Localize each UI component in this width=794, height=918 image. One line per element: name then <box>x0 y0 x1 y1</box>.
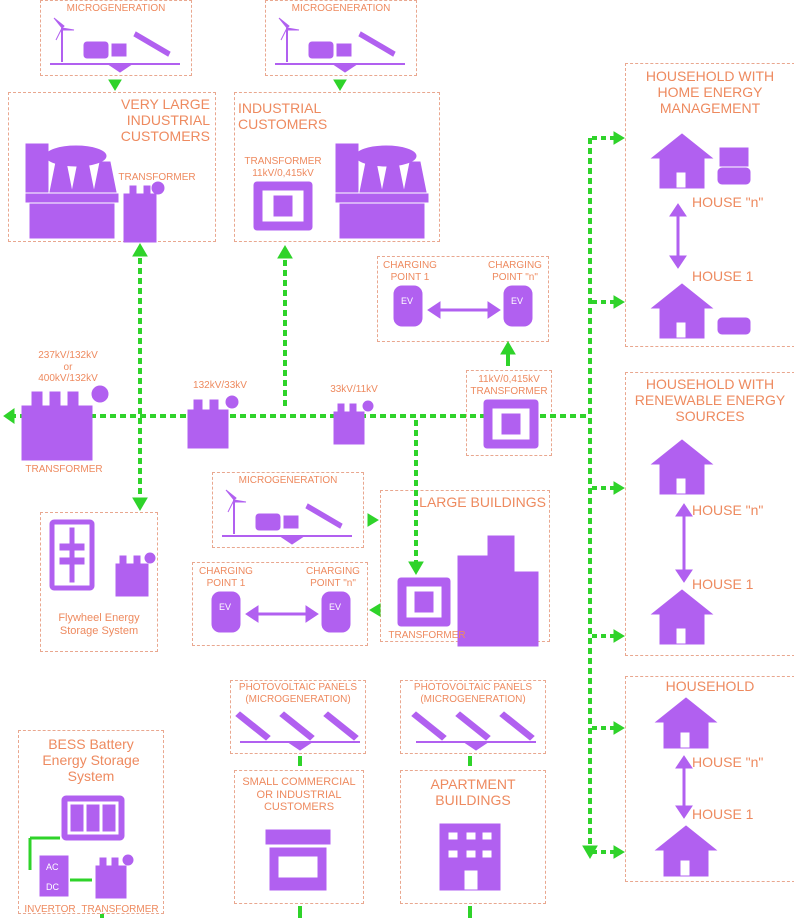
microgeneration-icon <box>275 17 405 73</box>
label-11kv-transformer: 11kV/0,415kV TRANSFORMER <box>470 374 548 397</box>
box-micro-1 <box>40 0 192 76</box>
label-large-buildings: LARGE BUILDINGS <box>419 494 546 510</box>
label-33-11kv: 33kV/11kV <box>330 384 378 395</box>
transformer-icon <box>187 395 239 449</box>
box-transformer-11kv <box>466 370 552 456</box>
label-apartment-buildings: APARTMENT BUILDINGS <box>430 776 516 809</box>
house-icon <box>650 589 714 645</box>
house-icon <box>654 697 718 749</box>
factory-icon <box>25 143 119 239</box>
label-household-hem: HOUSEHOLD WITH HOME ENERGY MANAGEMENT <box>645 68 775 117</box>
label-pv-panels: PHOTOVOLTAIC PANELS (MICROGENERATION) <box>413 682 533 705</box>
dc-text: DC <box>46 882 59 892</box>
transformer-icon <box>21 385 109 461</box>
label-microgeneration: MICROGENERATION <box>238 475 338 486</box>
box-micro-3 <box>212 472 364 548</box>
ev-text: EV <box>219 602 231 612</box>
ev-text: EV <box>329 602 341 612</box>
box-charging-top <box>377 256 549 342</box>
ac-text: AC <box>46 862 59 872</box>
transformer-cabinet-icon <box>397 577 451 627</box>
label-microgeneration: MICROGENERATION <box>66 3 166 14</box>
double-arrow-icon <box>669 203 687 269</box>
ev-charger-icon <box>503 285 533 327</box>
label-house-n: HOUSE "n" <box>692 754 764 770</box>
box-household-res <box>625 372 794 656</box>
ev-charger-icon <box>393 285 423 327</box>
label-132-33kv: 132kV/33kV <box>193 380 247 391</box>
ev-text: EV <box>401 296 413 306</box>
home-energy-panel-icon <box>719 147 749 167</box>
battery-icon <box>61 795 125 841</box>
box-industrial <box>234 92 440 242</box>
label-house-1: HOUSE 1 <box>692 268 754 284</box>
ev-charger-icon <box>321 591 351 633</box>
label-small-commercial: SMALL COMMERCIAL OR INDUSTRIAL CUSTOMERS <box>242 776 356 814</box>
label-charging-point-n: CHARGING POINT "n" <box>306 566 360 589</box>
label-pv-panels: PHOTOVOLTAIC PANELS (MICROGENERATION) <box>238 682 358 705</box>
double-arrow-icon <box>675 755 693 819</box>
label-household-res: HOUSEHOLD WITH RENEWABLE ENERGY SOURCES <box>634 376 786 425</box>
solar-panel-icon <box>411 711 536 751</box>
box-pv-1 <box>230 680 366 754</box>
label-charging-point-1: CHARGING POINT 1 <box>383 260 437 283</box>
box-household-hem <box>625 63 794 347</box>
label-house-n: HOUSE "n" <box>692 194 764 210</box>
label-charging-point-1: CHARGING POINT 1 <box>199 566 253 589</box>
box-household <box>625 676 794 882</box>
label-bess: BESS Battery Energy Storage System <box>42 736 140 785</box>
label-transformer: TRANSFORMER <box>118 172 196 183</box>
label-flywheel: Flywheel Energy Storage System <box>58 612 140 637</box>
box-flywheel <box>40 512 158 652</box>
house-icon <box>650 439 714 495</box>
transformer-cabinet-icon <box>253 181 313 231</box>
label-transformer-bess: TRANSFORMER <box>81 904 159 915</box>
label-house-1: HOUSE 1 <box>692 576 754 592</box>
box-apartment <box>400 770 546 904</box>
label-household: HOUSEHOLD <box>665 678 755 694</box>
label-transformer-11kv: TRANSFORMER 11kV/0,415kV <box>244 156 322 179</box>
label-house-n: HOUSE "n" <box>692 502 764 518</box>
solar-panel-icon <box>235 711 360 751</box>
label-microgeneration: MICROGENERATION <box>291 3 391 14</box>
flywheel-icon <box>49 519 95 591</box>
inverter-icon <box>39 855 69 897</box>
transformer-icon <box>123 181 165 243</box>
microgeneration-icon <box>222 489 352 545</box>
label-industrial-customers: INDUSTRIAL CUSTOMERS <box>238 100 328 133</box>
label-transformer-main: TRANSFORMER <box>25 464 103 475</box>
transformer-icon <box>333 400 374 445</box>
label-transformer-lb: TRANSFORMER <box>388 630 466 641</box>
label-invertor: INVERTOR <box>24 904 76 915</box>
house-icon <box>654 825 718 877</box>
factory-icon <box>335 143 429 239</box>
double-arrow-icon <box>427 301 501 319</box>
house-icon <box>650 283 714 339</box>
transformer-cabinet-icon <box>483 399 539 449</box>
building-icon <box>457 535 539 647</box>
shop-icon <box>265 829 331 891</box>
box-charging-bottom <box>192 562 368 646</box>
car-icon <box>717 317 751 335</box>
label-237kv: 237kV/132kV or 400kV/132kV <box>38 350 98 384</box>
house-icon <box>650 133 714 189</box>
label-very-large-industrial: VERY LARGE INDUSTRIAL CUSTOMERS <box>120 96 210 145</box>
car-icon <box>717 167 751 185</box>
label-house-1: HOUSE 1 <box>692 806 754 822</box>
box-small-commercial <box>234 770 364 904</box>
box-very-large-industrial <box>8 92 216 242</box>
microgeneration-icon <box>50 17 180 73</box>
ev-text: EV <box>511 296 523 306</box>
double-arrow-icon <box>245 605 319 623</box>
ev-charger-icon <box>211 591 241 633</box>
box-pv-2 <box>400 680 546 754</box>
box-bess <box>18 730 164 914</box>
apartment-icon <box>439 823 501 891</box>
transformer-icon <box>95 854 134 899</box>
transformer-icon <box>115 552 156 597</box>
label-charging-point-n: CHARGING POINT "n" <box>488 260 542 283</box>
box-micro-2 <box>265 0 417 76</box>
double-arrow-icon <box>675 503 693 583</box>
